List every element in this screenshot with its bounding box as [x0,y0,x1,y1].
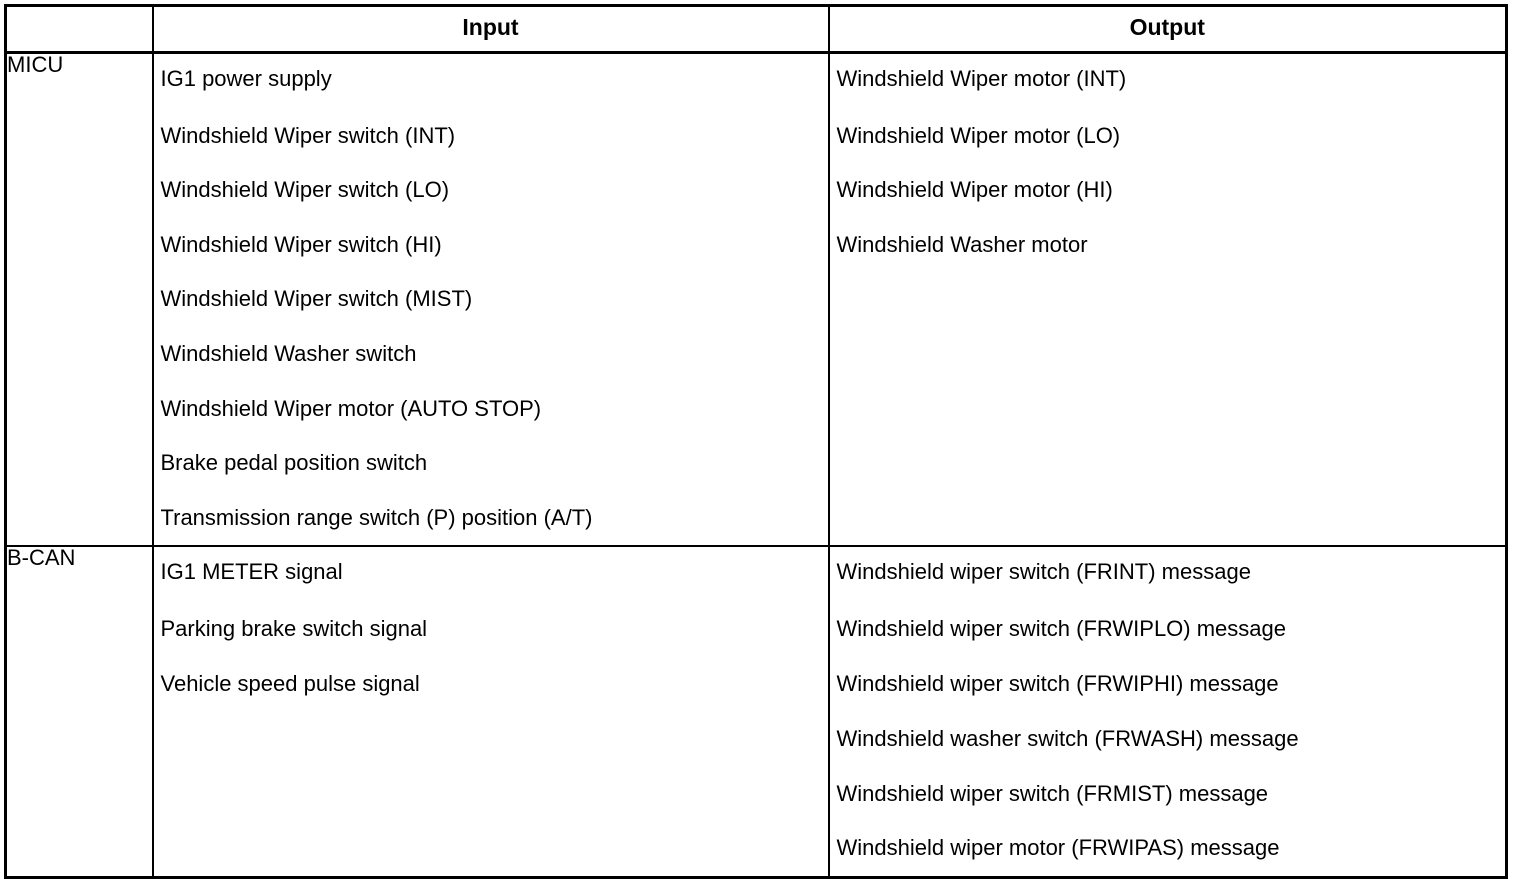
list-item: Windshield wiper switch (FRWIPHI) messag… [836,670,1279,696]
system-label-micu: MICU [5,52,154,548]
list-item: Windshield Washer switch [160,340,417,366]
list-item: Windshield wiper switch (FRMIST) message [836,780,1269,806]
header-cell-input: Input [152,5,830,54]
list-item: Windshield washer switch (FRWASH) messag… [836,725,1299,751]
table-head: Input Output [5,5,1507,54]
input-cell-micu: IG1 power supply Windshield Wiper switch… [152,52,830,548]
list-item: Windshield Wiper motor (INT) [836,66,1127,91]
input-list-bcan: IG1 METER signal Parking brake switch si… [154,547,828,711]
output-list-micu: Windshield Wiper motor (INT) Windshield … [830,54,1506,272]
system-label-bcan: B-CAN [5,546,154,878]
input-output-table: Input Output MICU IG1 power supply Winds… [4,4,1508,879]
list-item: Windshield wiper switch (FRWIPLO) messag… [836,616,1287,642]
input-list-micu: IG1 power supply Windshield Wiper switch… [154,54,828,545]
list-item: Windshield wiper motor (FRWIPAS) message [836,835,1280,861]
list-item: Windshield Washer motor [836,231,1088,257]
list-item: Windshield Wiper switch (LO) [160,177,450,203]
list-item: Windshield Wiper motor (LO) [836,122,1121,148]
table-row-micu: MICU IG1 power supply Windshield Wiper s… [5,52,1507,548]
list-item: Windshield Wiper switch (MIST) [160,286,473,312]
input-cell-bcan: IG1 METER signal Parking brake switch si… [152,546,830,878]
document-page: Input Output MICU IG1 power supply Winds… [4,4,1508,879]
list-item: Windshield Wiper switch (HI) [160,231,442,257]
list-item: Windshield Wiper switch (INT) [160,122,456,148]
list-item: IG1 power supply [160,66,332,91]
list-item: Parking brake switch signal [160,616,428,642]
list-item: Windshield Wiper motor (HI) [836,177,1113,203]
list-item: Transmission range switch (P) position (… [160,504,593,530]
list-item: Brake pedal position switch [160,450,428,476]
table-header-row: Input Output [5,5,1507,54]
list-item: Vehicle speed pulse signal [160,670,420,696]
list-item: IG1 METER signal [160,559,343,585]
output-cell-micu: Windshield Wiper motor (INT) Windshield … [828,52,1507,548]
table-body: MICU IG1 power supply Windshield Wiper s… [5,52,1507,878]
list-item: Windshield wiper switch (FRINT) message [836,559,1251,585]
table-row-bcan: B-CAN IG1 METER signal Parking brake swi… [5,546,1507,878]
list-item: Windshield Wiper motor (AUTO STOP) [160,395,542,421]
header-cell-output: Output [828,5,1507,54]
header-cell-system [5,5,154,54]
output-cell-bcan: Windshield wiper switch (FRINT) message … [828,546,1507,878]
output-list-bcan: Windshield wiper switch (FRINT) message … [830,547,1506,876]
